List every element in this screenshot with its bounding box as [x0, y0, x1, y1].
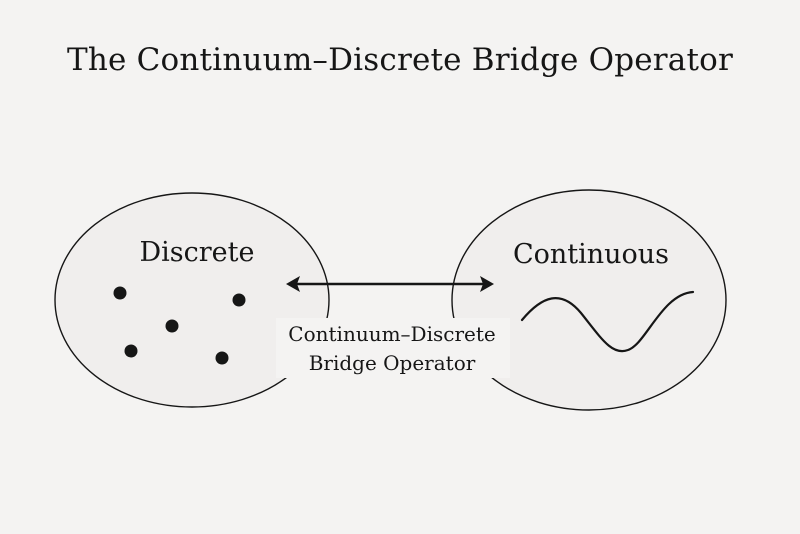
discrete-point — [124, 344, 138, 358]
discrete-point — [165, 319, 179, 333]
bridge-arrow — [286, 276, 494, 292]
discrete-point — [232, 293, 246, 307]
discrete-set-ellipse — [54, 192, 330, 408]
continuous-set-ellipse — [451, 189, 727, 411]
discrete-label: Discrete — [140, 237, 255, 268]
operator-label-backdrop — [276, 318, 510, 378]
continuous-label: Continuous — [513, 239, 669, 270]
operator-label-line2: Bridge Operator — [309, 351, 476, 375]
discrete-point — [215, 351, 229, 365]
continuous-curve — [520, 290, 695, 353]
diagram-title: The Continuum–Discrete Bridge Operator — [66, 42, 734, 78]
operator-label-line1: Continuum–Discrete — [288, 322, 495, 346]
discrete-point — [113, 286, 127, 300]
